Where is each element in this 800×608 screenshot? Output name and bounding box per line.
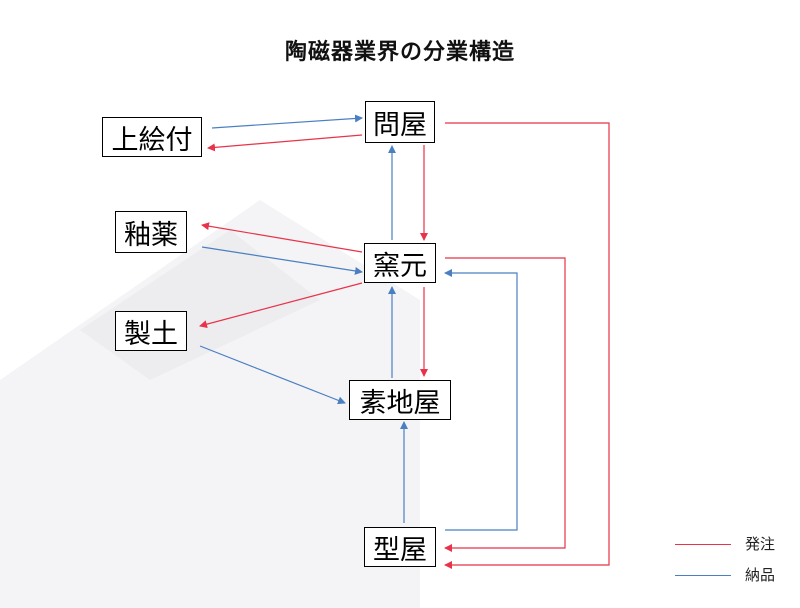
legend-delivery-line [675,575,731,576]
node-seido: 製土 [115,311,187,351]
node-yuyaku: 釉薬 [115,211,187,253]
node-toiya: 問屋 [365,101,435,143]
node-kijiya: 素地屋 [349,380,451,420]
legend-delivery-label: 納品 [745,566,776,584]
arrow-kamamoto-to-yuyaku-order [201,222,363,253]
arrow-seido-to-kijiya-delivery [199,345,346,405]
node-kataya: 型屋 [364,527,436,567]
arrow-kataya-to-kamamoto-delivery [444,269,518,531]
legend-order-line [675,544,731,545]
arrow-kamamoto-to-kataya-order [444,257,566,552]
arrow-toiya-to-kataya-order [444,122,610,569]
arrow-kamamoto-to-seido-order [199,282,363,329]
arrow-toiya-to-uwaetsuke-order [207,134,363,152]
arrow-yuyaku-to-kamamoto-delivery [201,246,363,275]
legend-order-label: 発注 [745,535,776,553]
node-kamamoto: 窯元 [364,243,436,283]
node-uwaetsuke: 上絵付 [102,117,202,157]
diagram-title: 陶磁器業界の分業構造 [284,40,515,65]
arrow-uwaetsuke-to-toiya-delivery [211,114,363,129]
